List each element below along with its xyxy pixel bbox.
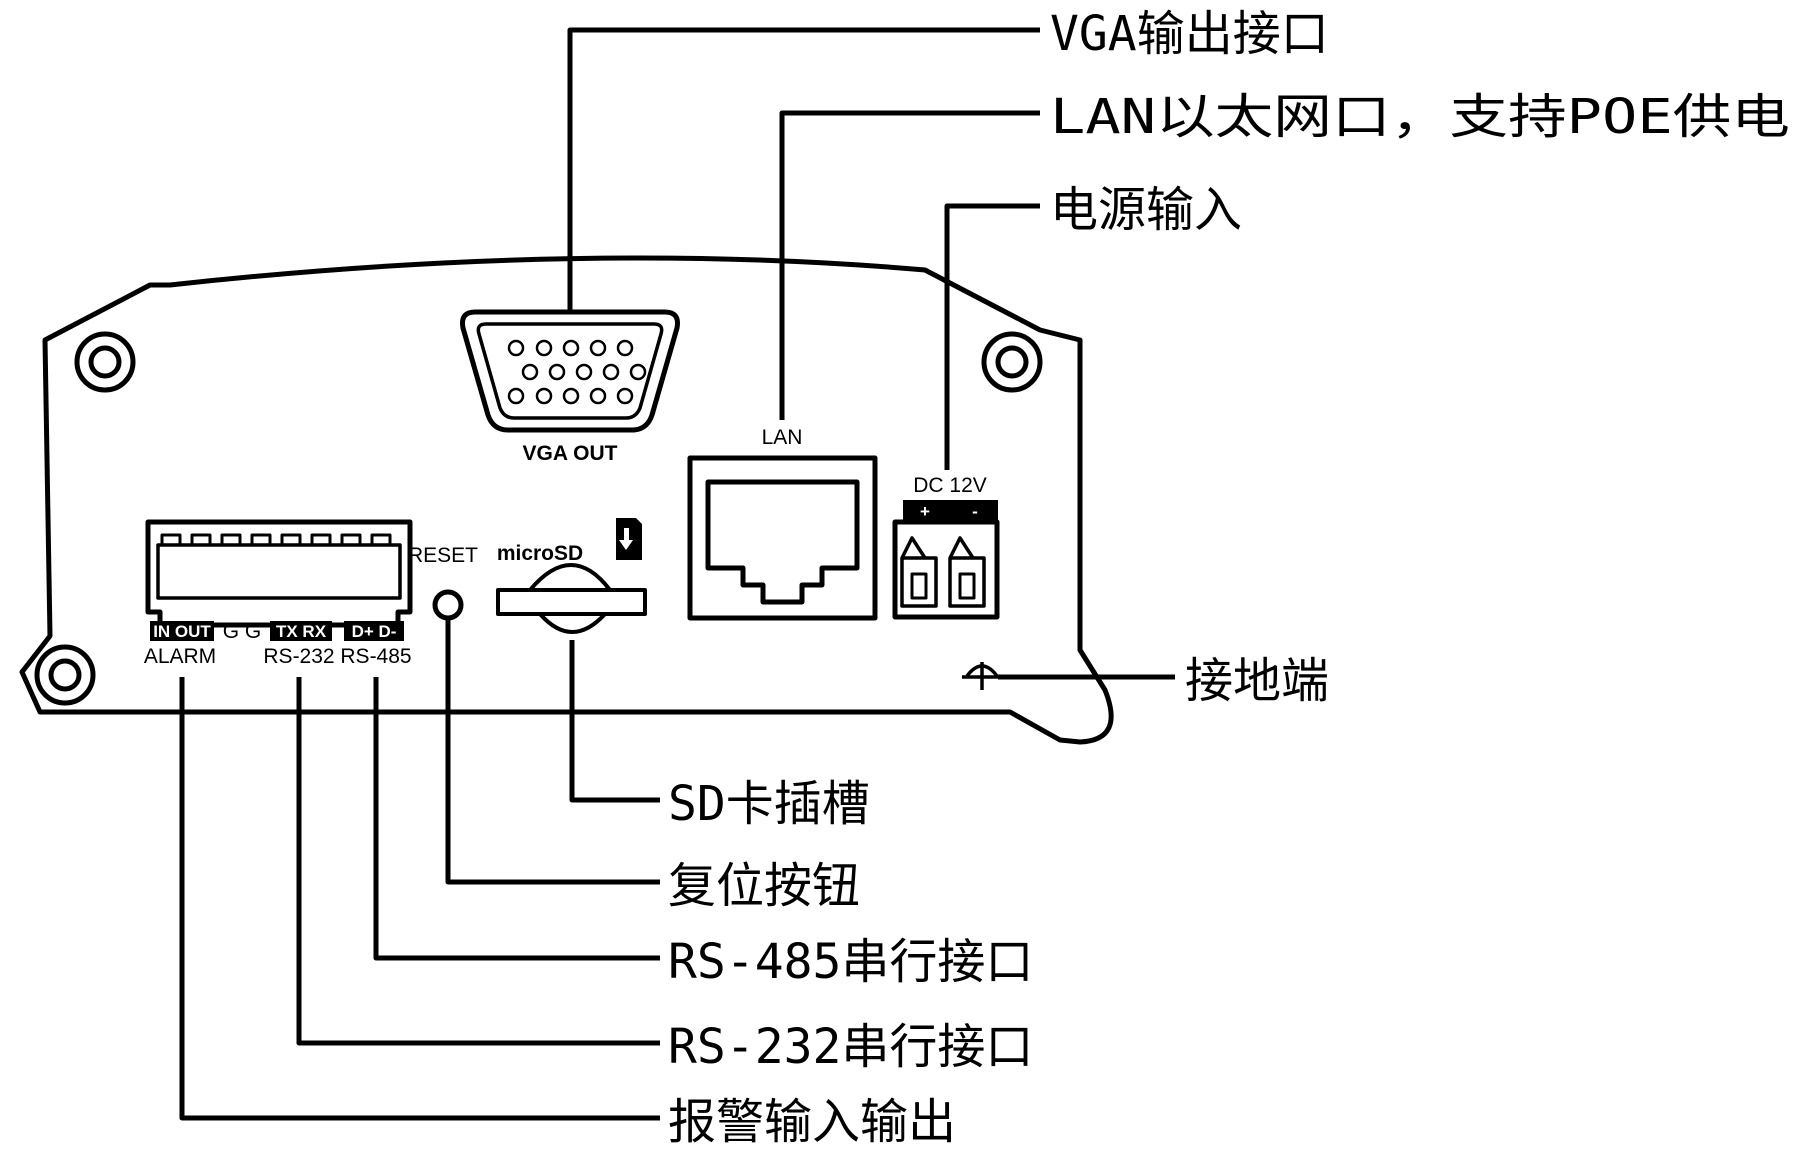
callout-rs485: RS-485串行接口 <box>668 934 1033 990</box>
d-pm-label-bar <box>344 621 404 641</box>
lan-label: LAN <box>762 426 803 449</box>
alarm-label: ALARM <box>144 645 216 668</box>
reset-label: RESET <box>408 544 478 567</box>
leader-rs232 <box>296 677 660 1046</box>
dc-minus-label: - <box>972 502 978 521</box>
d-pm-label: D+ D- <box>352 622 397 641</box>
screw-top-left <box>74 331 136 393</box>
vga-out-label: VGA OUT <box>523 442 618 465</box>
callout-rs232: RS-232串行接口 <box>668 1019 1033 1075</box>
leader-rs485 <box>373 677 660 961</box>
tx-rx-label-bar <box>270 621 332 641</box>
screw-bottom-left <box>34 644 96 706</box>
rs232-label: RS-232 <box>263 645 334 668</box>
device-outline <box>19 255 1114 745</box>
g-g-label: G G <box>223 620 262 643</box>
dc-plus-label: + <box>920 502 930 521</box>
callout-power: 电源输入 <box>1050 182 1242 238</box>
callout-alarm: 报警输入输出 <box>668 1094 956 1150</box>
leader-lan <box>779 110 1040 420</box>
leader-reset <box>445 618 660 885</box>
dc-power-terminal <box>892 519 1000 620</box>
dc-label-bar <box>903 500 998 520</box>
sd-card-icon-arrow <box>619 528 633 550</box>
vga-connector <box>460 309 680 433</box>
leader-vga <box>567 27 1040 310</box>
screw-top-right <box>981 331 1043 393</box>
microsd-label: microSD <box>497 542 583 565</box>
callout-vga: VGA输出接口 <box>1050 6 1329 62</box>
callout-sd: SD卡插槽 <box>668 776 870 832</box>
terminal-block <box>145 519 413 628</box>
callout-ground: 接地端 <box>1185 653 1329 709</box>
lan-jack <box>687 455 878 621</box>
in-out-label: IN OUT <box>153 622 211 641</box>
dc-12v-label: DC 12V <box>913 474 987 497</box>
microsd-slot <box>496 563 647 634</box>
leader-sd <box>569 640 660 803</box>
leader-alarm <box>179 677 660 1121</box>
tx-rx-label: TX RX <box>276 622 327 641</box>
vga-pins <box>507 339 647 405</box>
ground-icon <box>962 662 1002 690</box>
rs485-label: RS-485 <box>340 645 411 668</box>
callout-lan: LAN以太网口，支持POE供电 <box>1050 89 1790 145</box>
leader-power <box>944 203 1040 470</box>
callout-reset: 复位按钮 <box>668 858 860 914</box>
in-out-label-bar <box>150 621 214 641</box>
reset-button <box>432 589 464 621</box>
